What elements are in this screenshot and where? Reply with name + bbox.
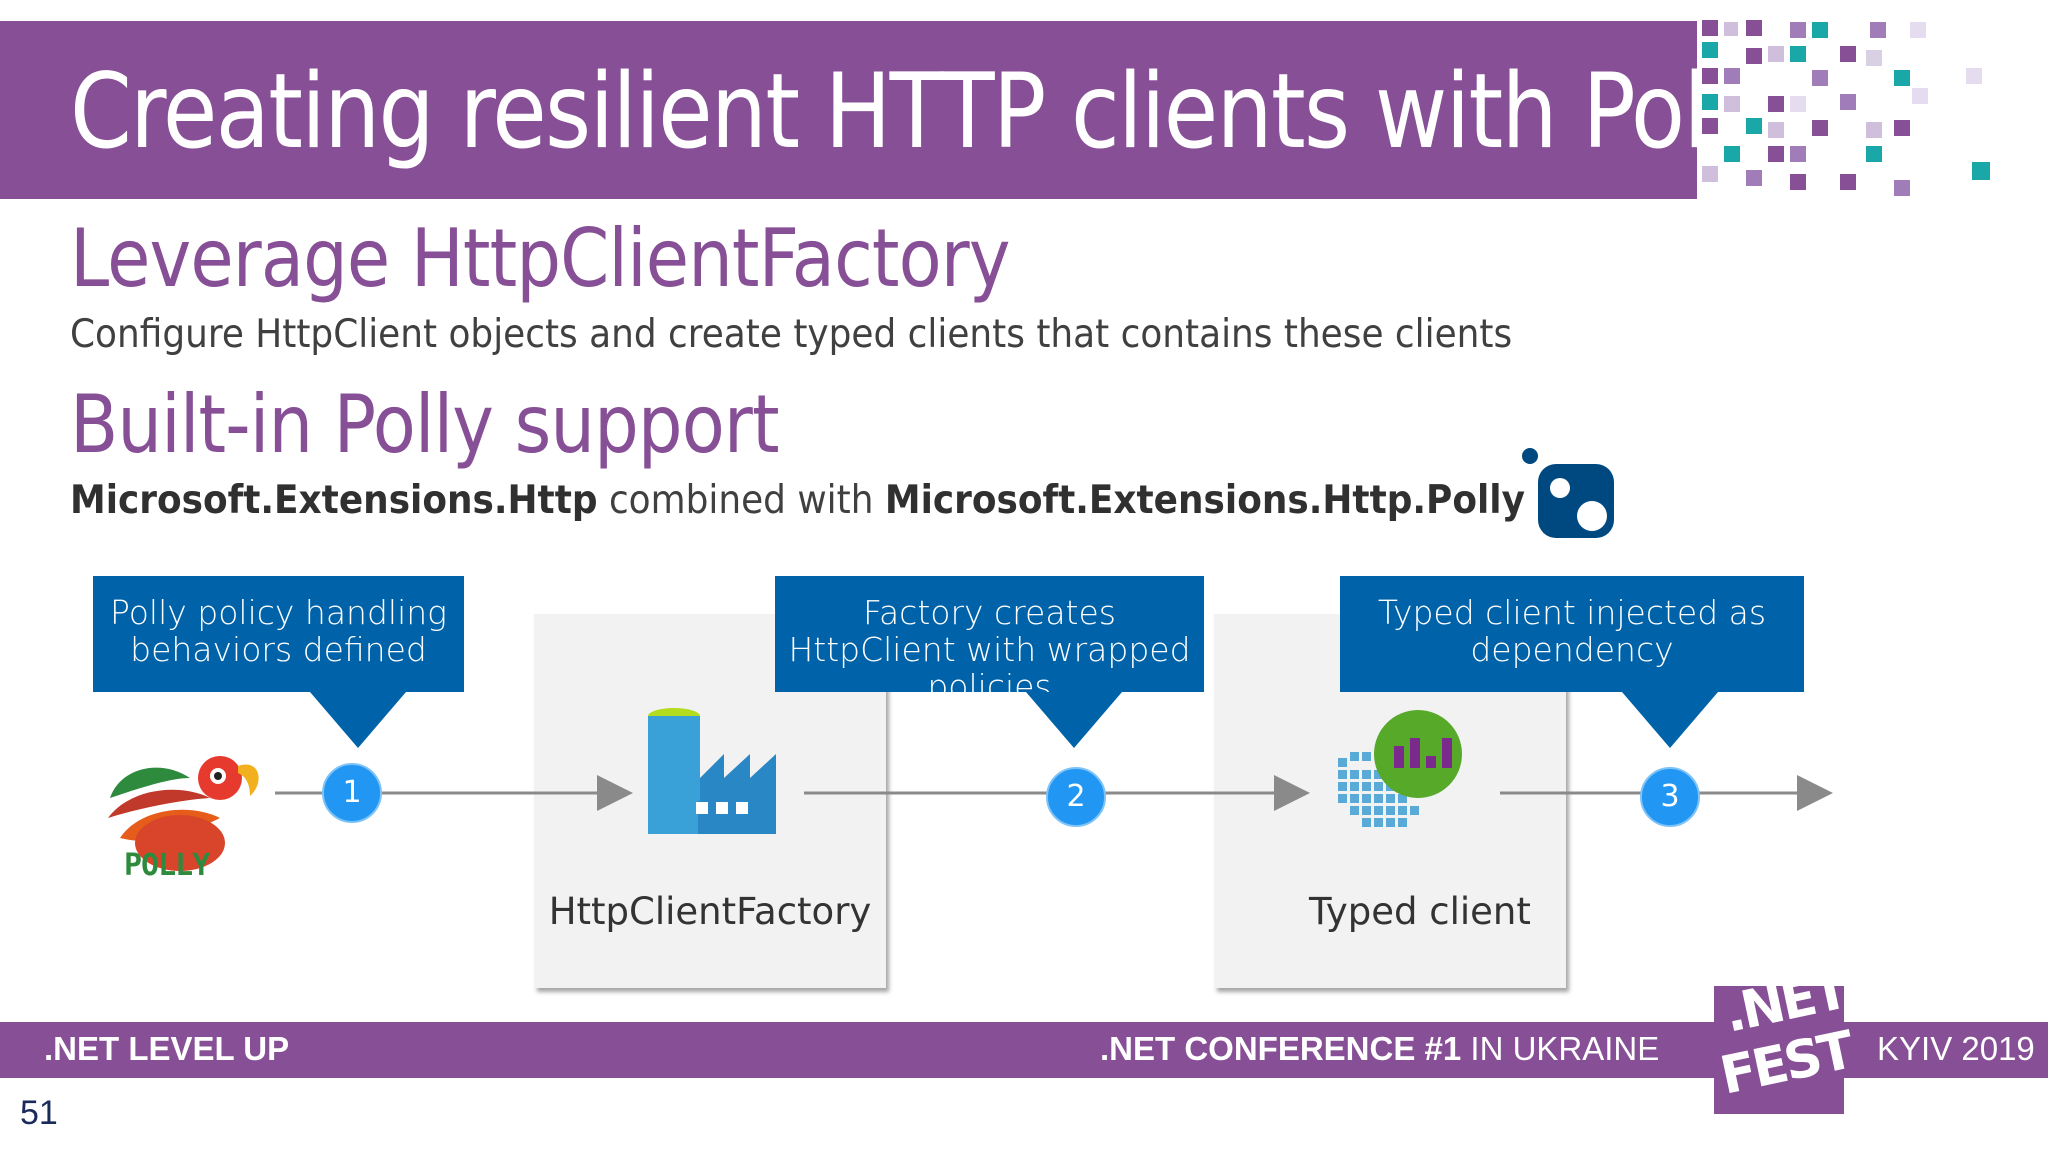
callout-typed-client-injected: Typed client injected as dependency (1340, 576, 1804, 692)
section-text-factory: Configure HttpClient objects and create … (70, 312, 1513, 357)
polly-parrot-logo (108, 756, 259, 871)
netfest-badge: .NET FEST (1714, 961, 1857, 1114)
footer-conference-text: .NET CONFERENCE #1 IN UKRAINE (1100, 1030, 1659, 1068)
step-badge-3: 3 (1640, 767, 1700, 827)
step-badge-2: 2 (1046, 767, 1106, 827)
callout-polly-policy: Polly policy handling behaviors defined (93, 576, 464, 692)
polly-logo-text: POLLY (124, 848, 210, 883)
footer-bar (0, 1022, 2048, 1078)
section-text-polly: Microsoft.Extensions.Http combined with … (70, 478, 1525, 523)
factory-icon (648, 708, 776, 834)
callout-factory-creates: Factory creates HttpClient with wrapped … (775, 576, 1204, 705)
callout-pointer-2 (1026, 692, 1122, 748)
title-bar (0, 21, 1697, 199)
callout-pointer-3 (1622, 692, 1718, 748)
httpclientfactory-label: HttpClientFactory (548, 890, 872, 933)
package-http: Microsoft.Extensions.Http (70, 478, 598, 523)
nuget-icon (1522, 448, 1614, 538)
footer-conference-bold: .NET CONFERENCE #1 (1100, 1030, 1462, 1067)
package-http-polly: Microsoft.Extensions.Http.Polly (884, 478, 1525, 523)
combined-with-text: combined with (597, 478, 885, 523)
typed-client-icon (1338, 710, 1462, 827)
typed-client-label: Typed client (1309, 890, 1531, 933)
slide-number: 51 (20, 1094, 58, 1132)
step-badge-1: 1 (322, 763, 382, 823)
section-heading-factory: Leverage HttpClientFactory (70, 212, 1011, 305)
footer-left-text: .NET LEVEL UP (44, 1030, 290, 1067)
callout-pointer-1 (310, 692, 406, 748)
footer-location-text: KYIV 2019 (1877, 1030, 2035, 1067)
decorative-mosaic (1702, 20, 1990, 196)
footer-conference-rest: IN UKRAINE (1461, 1030, 1660, 1067)
section-heading-polly: Built-in Polly support (70, 378, 780, 471)
slide-title: Creating resilient HTTP clients with Pol… (70, 52, 1782, 172)
